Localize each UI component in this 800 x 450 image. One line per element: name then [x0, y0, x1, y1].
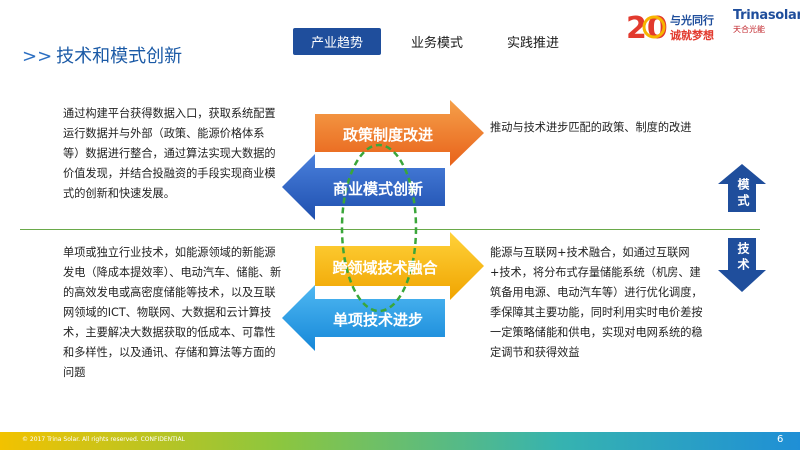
tech-side-arrow [718, 238, 766, 292]
footer-bar [0, 432, 800, 450]
anniversary-number: 20 [626, 11, 668, 46]
single-tech-arrow [282, 285, 445, 351]
anniversary-line1: 与光同行 [670, 13, 714, 27]
page-number: 6 [777, 434, 784, 445]
tech-side-label: 技术 [736, 242, 750, 274]
tab-bar: 产业趋势 业务模式 实践推进 [293, 28, 577, 55]
section-divider [20, 229, 760, 230]
tab-business-mode[interactable]: 业务模式 [411, 36, 464, 51]
footer-copyright: © 2017 Trina Solar. All rights reserved.… [22, 436, 185, 443]
mode-description: 通过构建平台获得数据入口，获取系统配置运行数据并与外部（政策、能源价格体系等）数… [63, 107, 276, 200]
tab-industry-trend[interactable]: 产业趋势 [293, 28, 382, 55]
tab-practice[interactable]: 实践推进 [507, 36, 560, 51]
fusion-description: 能源与互联网+技术融合，如通过互联网+技术，将分布式存量储能系统（机房、建筑备用… [490, 246, 703, 359]
brand-cn: 天合光能 [733, 25, 765, 34]
policy-arrow [315, 100, 484, 166]
cross-tech-arrow-label: 跨领域技术融合 [332, 259, 438, 277]
mode-side-label: 模式 [736, 178, 750, 210]
dashed-highlight-ellipse [340, 143, 418, 313]
page-title: >>技术和模式创新 [22, 42, 182, 68]
page-title-text: 技术和模式创新 [56, 46, 183, 67]
anniversary-logo-graphic: 20 与光同行 诚就梦想 [626, 11, 714, 46]
anniversary-logo: 20 与光同行 诚就梦想 [624, 6, 724, 46]
cross-tech-arrow [315, 232, 484, 300]
business-arrow-label: 商业模式创新 [332, 180, 423, 198]
brand-logo: Trinasolar 天合光能 [733, 8, 800, 35]
policy-description: 推动与技术进步匹配的政策、制度的改进 [490, 121, 692, 134]
business-arrow [282, 154, 445, 220]
title-chevron: >> [22, 46, 53, 67]
brand-name: Trinasolar [733, 8, 800, 23]
mode-side-arrow [718, 164, 766, 212]
tech-description: 单项或独立行业技术，如能源领域的新能源发电（降成本提效率）、电动汽车、储能、新的… [63, 246, 282, 379]
policy-arrow-label: 政策制度改进 [342, 126, 433, 144]
single-tech-arrow-label: 单项技术进步 [332, 311, 423, 329]
anniversary-line2: 诚就梦想 [670, 28, 714, 42]
